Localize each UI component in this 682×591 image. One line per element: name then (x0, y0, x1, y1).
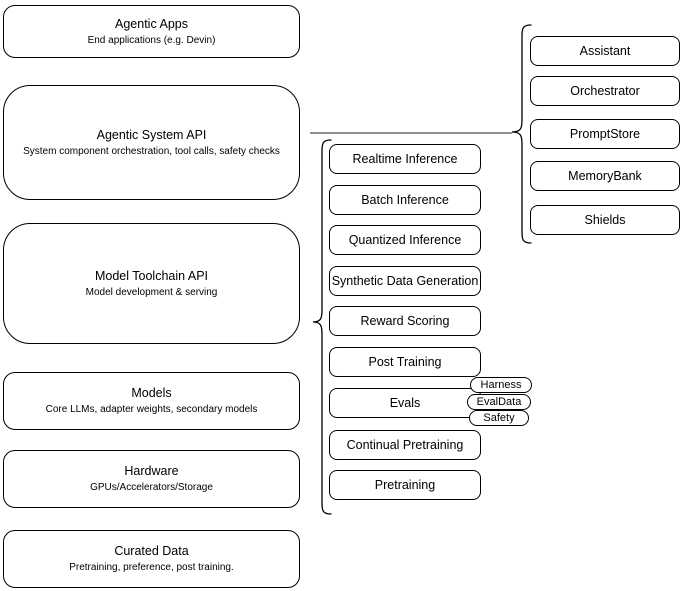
node-label: Post Training (368, 355, 442, 369)
box-subtitle: System component orchestration, tool cal… (23, 145, 280, 157)
badge-label: Safety (483, 412, 515, 424)
node-pretraining: Pretraining (329, 470, 481, 500)
node-label: Batch Inference (361, 193, 449, 207)
box-subtitle: GPUs/Accelerators/Storage (90, 482, 213, 493)
box-subtitle: Model development & serving (85, 286, 218, 298)
box-title: Curated Data (114, 544, 189, 558)
box-models: Models Core LLMs, adapter weights, secon… (3, 372, 300, 430)
badge-evaldata: EvalData (467, 394, 531, 410)
node-orchestrator: Orchestrator (530, 76, 680, 106)
badge-harness: Harness (470, 377, 532, 393)
system-components-brace (511, 24, 532, 244)
box-hardware: Hardware GPUs/Accelerators/Storage (3, 450, 300, 508)
node-assistant: Assistant (530, 36, 680, 66)
node-post-training: Post Training (329, 347, 481, 377)
node-shields: Shields (530, 205, 680, 235)
node-promptstore: PromptStore (530, 119, 680, 149)
box-subtitle: Core LLMs, adapter weights, secondary mo… (45, 404, 258, 415)
box-title: Model Toolchain API (94, 268, 209, 283)
node-synthetic-data-generation: Synthetic Data Generation (329, 266, 481, 296)
badge-label: Harness (480, 379, 522, 391)
node-quantized-inference: Quantized Inference (329, 225, 481, 255)
node-label: Assistant (579, 44, 631, 58)
badge-safety: Safety (469, 410, 529, 426)
box-agentic-system-api: Agentic System API System component orch… (3, 85, 300, 200)
node-label: PromptStore (569, 127, 641, 141)
box-title: Agentic System API (96, 127, 207, 142)
node-label: Realtime Inference (352, 152, 458, 166)
node-label: Orchestrator (570, 84, 640, 98)
box-curated-data: Curated Data Pretraining, preference, po… (3, 530, 300, 588)
box-agentic-apps: Agentic Apps End applications (e.g. Devi… (3, 5, 300, 58)
box-model-toolchain-api: Model Toolchain API Model development & … (3, 223, 300, 344)
node-label: Pretraining (374, 478, 436, 492)
box-subtitle: End applications (e.g. Devin) (87, 34, 216, 46)
box-title: Hardware (124, 464, 179, 478)
node-label: Evals (389, 396, 421, 410)
badge-label: EvalData (476, 396, 522, 408)
node-reward-scoring: Reward Scoring (329, 306, 481, 336)
node-evals: Evals (329, 388, 481, 418)
box-title: Models (131, 386, 172, 400)
node-label: MemoryBank (568, 169, 642, 183)
node-label: Continual Pretraining (346, 438, 464, 452)
box-title: Agentic Apps (115, 16, 188, 31)
node-label: Reward Scoring (360, 314, 450, 328)
node-memorybank: MemoryBank (530, 161, 680, 191)
box-subtitle: Pretraining, preference, post training. (69, 562, 234, 573)
node-batch-inference: Batch Inference (329, 185, 481, 215)
node-realtime-inference: Realtime Inference (329, 144, 481, 174)
node-continual-pretraining: Continual Pretraining (329, 430, 481, 460)
node-label: Shields (584, 213, 626, 227)
node-label: Synthetic Data Generation (331, 274, 479, 288)
node-label: Quantized Inference (348, 233, 462, 247)
